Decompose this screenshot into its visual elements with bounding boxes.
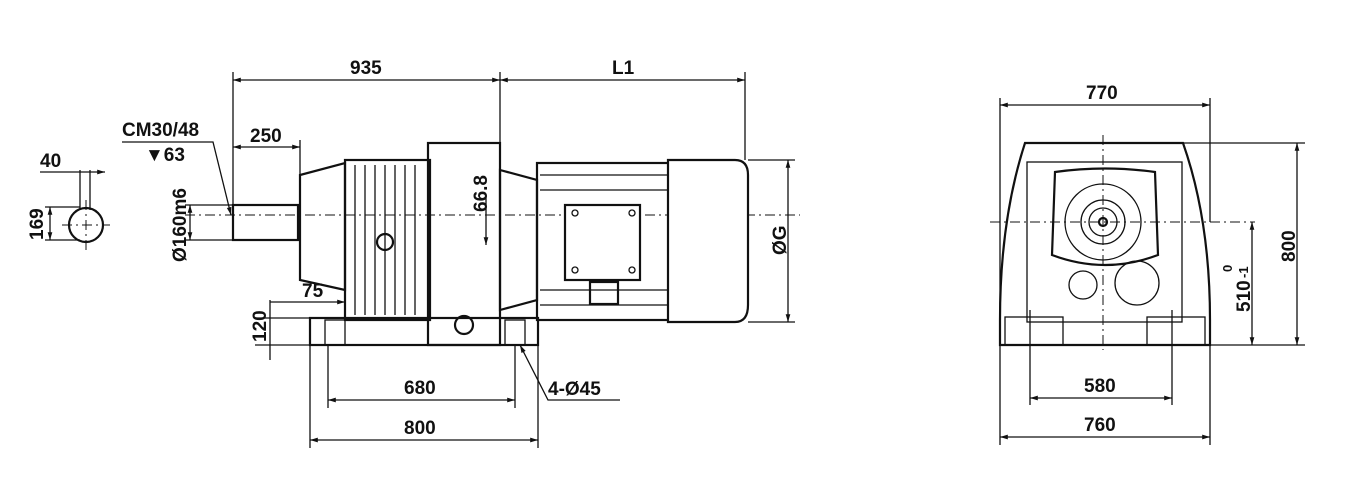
thread-note: CM30/48 [122,120,199,141]
dim-510-tol-upper: 0 [1220,265,1235,272]
dim-770: 770 [1086,83,1118,104]
dim-510: 510 [1234,280,1255,312]
dim-75: 75 [302,281,324,302]
key-height-label: 169 [27,208,48,240]
dim-760: 760 [1084,415,1116,436]
dim-shaft-diameter: Ø160m6 [170,188,191,262]
key-width-label: 40 [40,151,61,172]
dim-800: 800 [404,418,436,439]
dim-l1: L1 [612,58,635,79]
side-view-dimensions: 935 L1 250 CM30/48 ▼63 Ø160m6 66.8 ØG 75… [122,58,795,448]
thread-depth: ▼63 [145,145,185,166]
dim-800-height: 800 [1279,230,1300,262]
oil-plug-icon [453,314,475,336]
drain-plug-icon [375,232,395,252]
end-view-dimensions: 770 800 510 0 -1 580 760 [999,83,1305,445]
dim-580: 580 [1084,376,1116,397]
dim-66-8: 66.8 [471,175,492,212]
fan-cover [666,158,750,324]
side-view [185,141,800,347]
dim-510-tol-lower: -1 [1236,266,1251,278]
dim-motor-diameter: ØG [770,225,791,255]
dim-120: 120 [250,310,271,342]
mounting-holes-note: 4-Ø45 [548,379,601,400]
shaft-section: 40 169 [27,151,110,250]
dim-680: 680 [404,378,436,399]
dim-935: 935 [350,58,382,79]
dim-250: 250 [250,126,282,147]
